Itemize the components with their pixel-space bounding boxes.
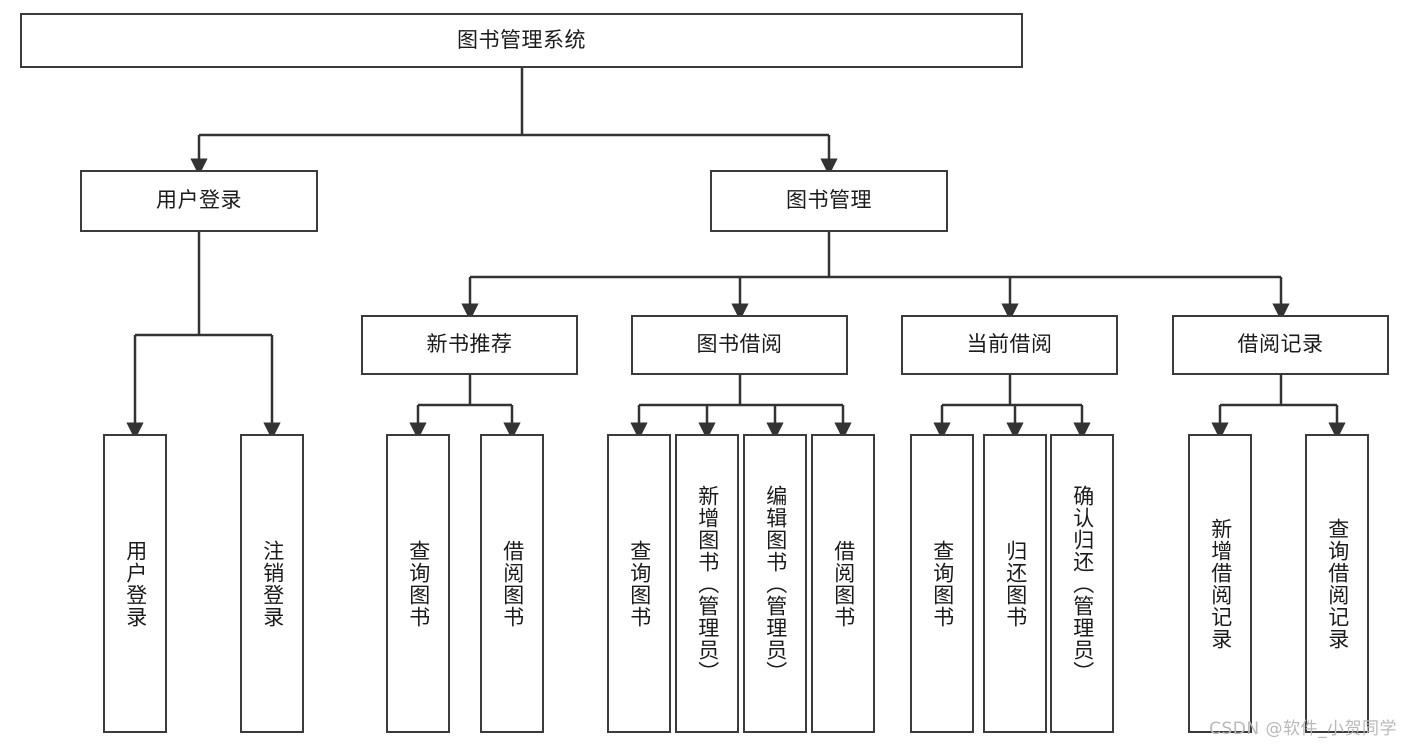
node-label: 编辑图书（管理员） (763, 484, 788, 683)
node-label: 查询借阅记录 (1325, 517, 1350, 650)
node-l2c[interactable]: 当前借阅 (901, 315, 1118, 375)
node-leaf-b1[interactable]: 查询图书 (386, 434, 450, 733)
node-label: 图书借阅 (696, 332, 783, 357)
node-leaf-e1[interactable]: 新增借阅记录 (1188, 434, 1252, 733)
node-leaf-c4[interactable]: 借阅图书 (811, 434, 875, 733)
node-label: 查询图书 (930, 539, 955, 628)
node-leaf-d2[interactable]: 归还图书 (983, 434, 1047, 733)
node-label: 借阅图书 (500, 539, 525, 628)
node-label: 查询图书 (406, 539, 431, 628)
node-leaf-c2[interactable]: 新增图书（管理员） (675, 434, 739, 733)
node-label: 新书推荐 (426, 332, 513, 357)
node-label: 新增图书（管理员） (695, 484, 720, 683)
node-leaf-a2[interactable]: 注销登录 (240, 434, 304, 733)
node-leaf-c3[interactable]: 编辑图书（管理员） (743, 434, 807, 733)
node-leaf-d1[interactable]: 查询图书 (910, 434, 974, 733)
node-label: 注销登录 (260, 539, 285, 628)
node-label: 借阅记录 (1237, 332, 1324, 357)
node-label: 当前借阅 (966, 332, 1053, 357)
node-l2b[interactable]: 图书借阅 (631, 315, 848, 375)
node-l1a[interactable]: 用户登录 (80, 170, 318, 232)
node-label: 查询图书 (627, 539, 652, 628)
node-label: 归还图书 (1003, 539, 1028, 628)
node-leaf-d3[interactable]: 确认归还（管理员） (1050, 434, 1114, 733)
node-label: 用户登录 (156, 188, 242, 213)
node-leaf-b2[interactable]: 借阅图书 (480, 434, 544, 733)
node-leaf-c1[interactable]: 查询图书 (607, 434, 671, 733)
node-label: 用户登录 (123, 539, 148, 628)
node-label: 图书管理系统 (457, 27, 586, 52)
node-root[interactable]: 图书管理系统 (20, 13, 1023, 68)
node-label: 确认归还（管理员） (1070, 484, 1095, 683)
node-label: 借阅图书 (831, 539, 856, 628)
node-l1b[interactable]: 图书管理 (710, 170, 948, 232)
node-label: 图书管理 (786, 188, 872, 213)
node-l2a[interactable]: 新书推荐 (361, 315, 578, 375)
node-label: 新增借阅记录 (1208, 517, 1233, 650)
node-leaf-a1[interactable]: 用户登录 (103, 434, 167, 733)
node-l2d[interactable]: 借阅记录 (1172, 315, 1389, 375)
node-leaf-e2[interactable]: 查询借阅记录 (1305, 434, 1369, 733)
